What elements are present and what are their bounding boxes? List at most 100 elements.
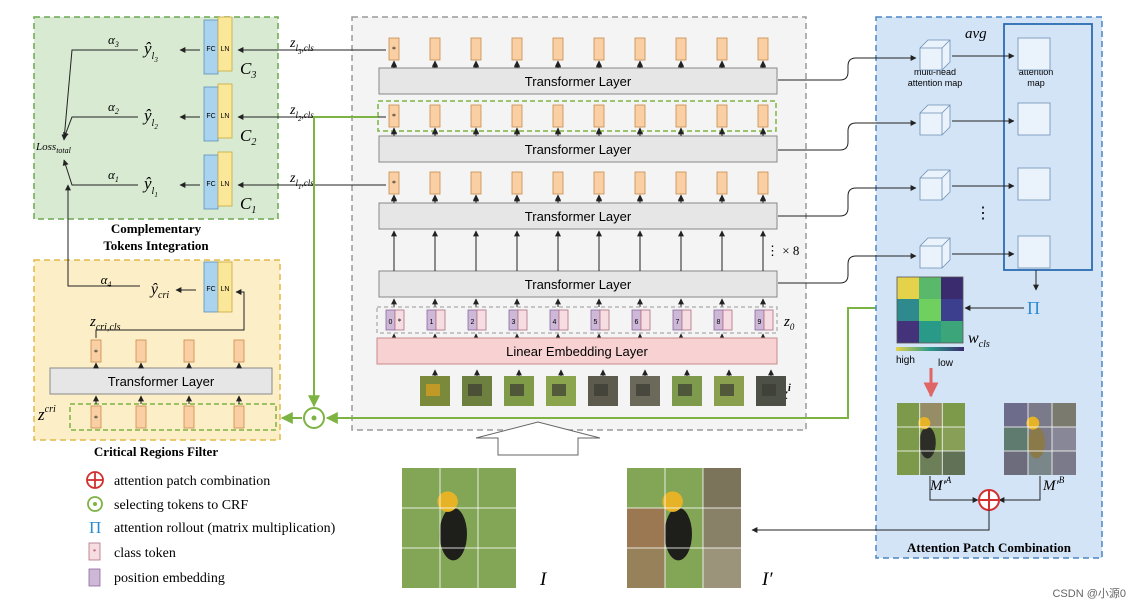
- image-patch: [588, 369, 618, 406]
- image-patch: [627, 548, 665, 588]
- z0-label: z0: [783, 314, 795, 332]
- patch-token: [599, 309, 610, 331]
- flow-arrow: [778, 55, 917, 81]
- dot-circle-icon: [87, 496, 103, 512]
- attention-map-label-1: attention: [1019, 67, 1054, 77]
- input-token: 2: [467, 309, 487, 331]
- bird-body: [664, 507, 692, 561]
- position-index: 1: [430, 319, 434, 326]
- legend-label-0: attention patch combination: [114, 474, 270, 489]
- pi-icon: Π: [89, 518, 101, 537]
- attention-map-label-2: map: [1027, 78, 1045, 88]
- position-index: 2: [471, 319, 475, 326]
- heatmap-cell: [897, 321, 919, 343]
- class-token-star: *: [94, 348, 98, 357]
- attention-map-square: [1017, 37, 1051, 71]
- patch-token: [763, 309, 774, 331]
- transformer-layer-2: Transformer Layer: [378, 135, 778, 163]
- image-patch: [546, 369, 576, 406]
- svg-text:LN: LN: [221, 286, 230, 293]
- svg-text:Transformer Layer: Transformer Layer: [108, 374, 215, 389]
- cti-title-line2: Tokens Integration: [103, 238, 209, 253]
- image-patch: [1004, 427, 1028, 451]
- patch-token: [394, 309, 405, 331]
- transformer-layer-3: Transformer Layer: [378, 202, 778, 230]
- flow-arrow: [61, 49, 138, 141]
- legend-label-1: selecting tokens to CRF: [114, 498, 248, 513]
- position-index: 0: [389, 319, 393, 326]
- image-patch: [462, 369, 492, 406]
- image-patch: [1004, 403, 1028, 427]
- bird-body: [439, 507, 467, 561]
- fc-label: FC: [206, 181, 215, 188]
- heatmap-cell: [919, 277, 941, 299]
- multi-head-label-2: attention map: [908, 78, 963, 88]
- transformer-layer-4: Transformer Layer: [378, 270, 778, 298]
- heatmap-cell: [919, 321, 941, 343]
- classifier-label: C2: [240, 126, 256, 148]
- image-patch: [703, 508, 741, 548]
- input-token: 7: [672, 309, 692, 331]
- patch-token: [722, 309, 733, 331]
- image-patch: [672, 369, 702, 406]
- legend-label-4: position embedding: [114, 571, 225, 586]
- avg-label: avg: [965, 26, 987, 42]
- heatmap-cell: [941, 299, 963, 321]
- image-patch: [703, 548, 741, 588]
- wcls-label: wcls: [968, 330, 990, 350]
- ln-block: [217, 16, 233, 72]
- classifier-label: C1: [240, 194, 256, 216]
- bird-head: [918, 417, 931, 430]
- fc-label: FC: [206, 46, 215, 53]
- multi-head-attention-cube: [778, 102, 1051, 151]
- class-token-star: *: [94, 414, 98, 423]
- image-i-label: I: [539, 569, 548, 590]
- z0-token-box: [376, 306, 778, 334]
- transformer-layer-label: Transformer Layer: [525, 209, 632, 224]
- z-token-label: zl1,cls: [289, 171, 314, 191]
- position-index: 7: [676, 319, 680, 326]
- patch-token: [517, 309, 528, 331]
- flow-arrow: [778, 120, 917, 151]
- input-up-arrow: [475, 421, 601, 456]
- bird-body: [1027, 426, 1046, 459]
- watermark: CSDN @小源0: [1052, 586, 1126, 600]
- input-token: 3: [508, 309, 528, 331]
- svg-text:*: *: [93, 548, 97, 556]
- patch-token: [558, 309, 569, 331]
- patch-token: [435, 309, 446, 331]
- masked-image-b: [1004, 403, 1076, 475]
- apc-title: Attention Patch Combination: [907, 540, 1072, 555]
- rollout-pi-icon: Π: [1027, 298, 1040, 318]
- alpha-label: α3: [108, 32, 119, 49]
- times-8-label: ⋮ × 8: [766, 243, 799, 258]
- crf-title: Critical Regions Filter: [94, 444, 218, 459]
- multi-head-label-1: multi-head: [914, 67, 956, 77]
- position-index: 4: [553, 319, 557, 326]
- crf-fc-ln: FC LN: [203, 261, 233, 313]
- image-patch: [942, 427, 965, 451]
- position-embedding-icon: [88, 568, 101, 587]
- wcls-heatmap: [896, 276, 964, 344]
- legend-label-3: class token: [114, 546, 176, 561]
- prediction-label: ŷl2: [142, 106, 158, 131]
- prediction-label: ŷl1: [142, 174, 158, 199]
- transformer-layer-label: Transformer Layer: [525, 277, 632, 292]
- position-index: 3: [512, 319, 516, 326]
- legend: Π * attention patch combination selectin…: [86, 471, 336, 587]
- input-token: 8: [713, 309, 733, 331]
- patch-token: [681, 309, 692, 331]
- y-cri-label: ŷcri: [149, 281, 169, 301]
- heatmap-cell: [897, 299, 919, 321]
- z-token-label: zl3,cls: [289, 36, 314, 56]
- class-token-star: *: [392, 45, 396, 54]
- bird-head: [437, 491, 458, 512]
- z-cri-cls-label: zcri,cls: [89, 314, 121, 333]
- heatmap-cell: [941, 321, 963, 343]
- transformer-layer-label: Transformer Layer: [525, 142, 632, 157]
- image-patch: [756, 369, 786, 406]
- transformer-layer-1: Transformer Layer: [378, 67, 778, 95]
